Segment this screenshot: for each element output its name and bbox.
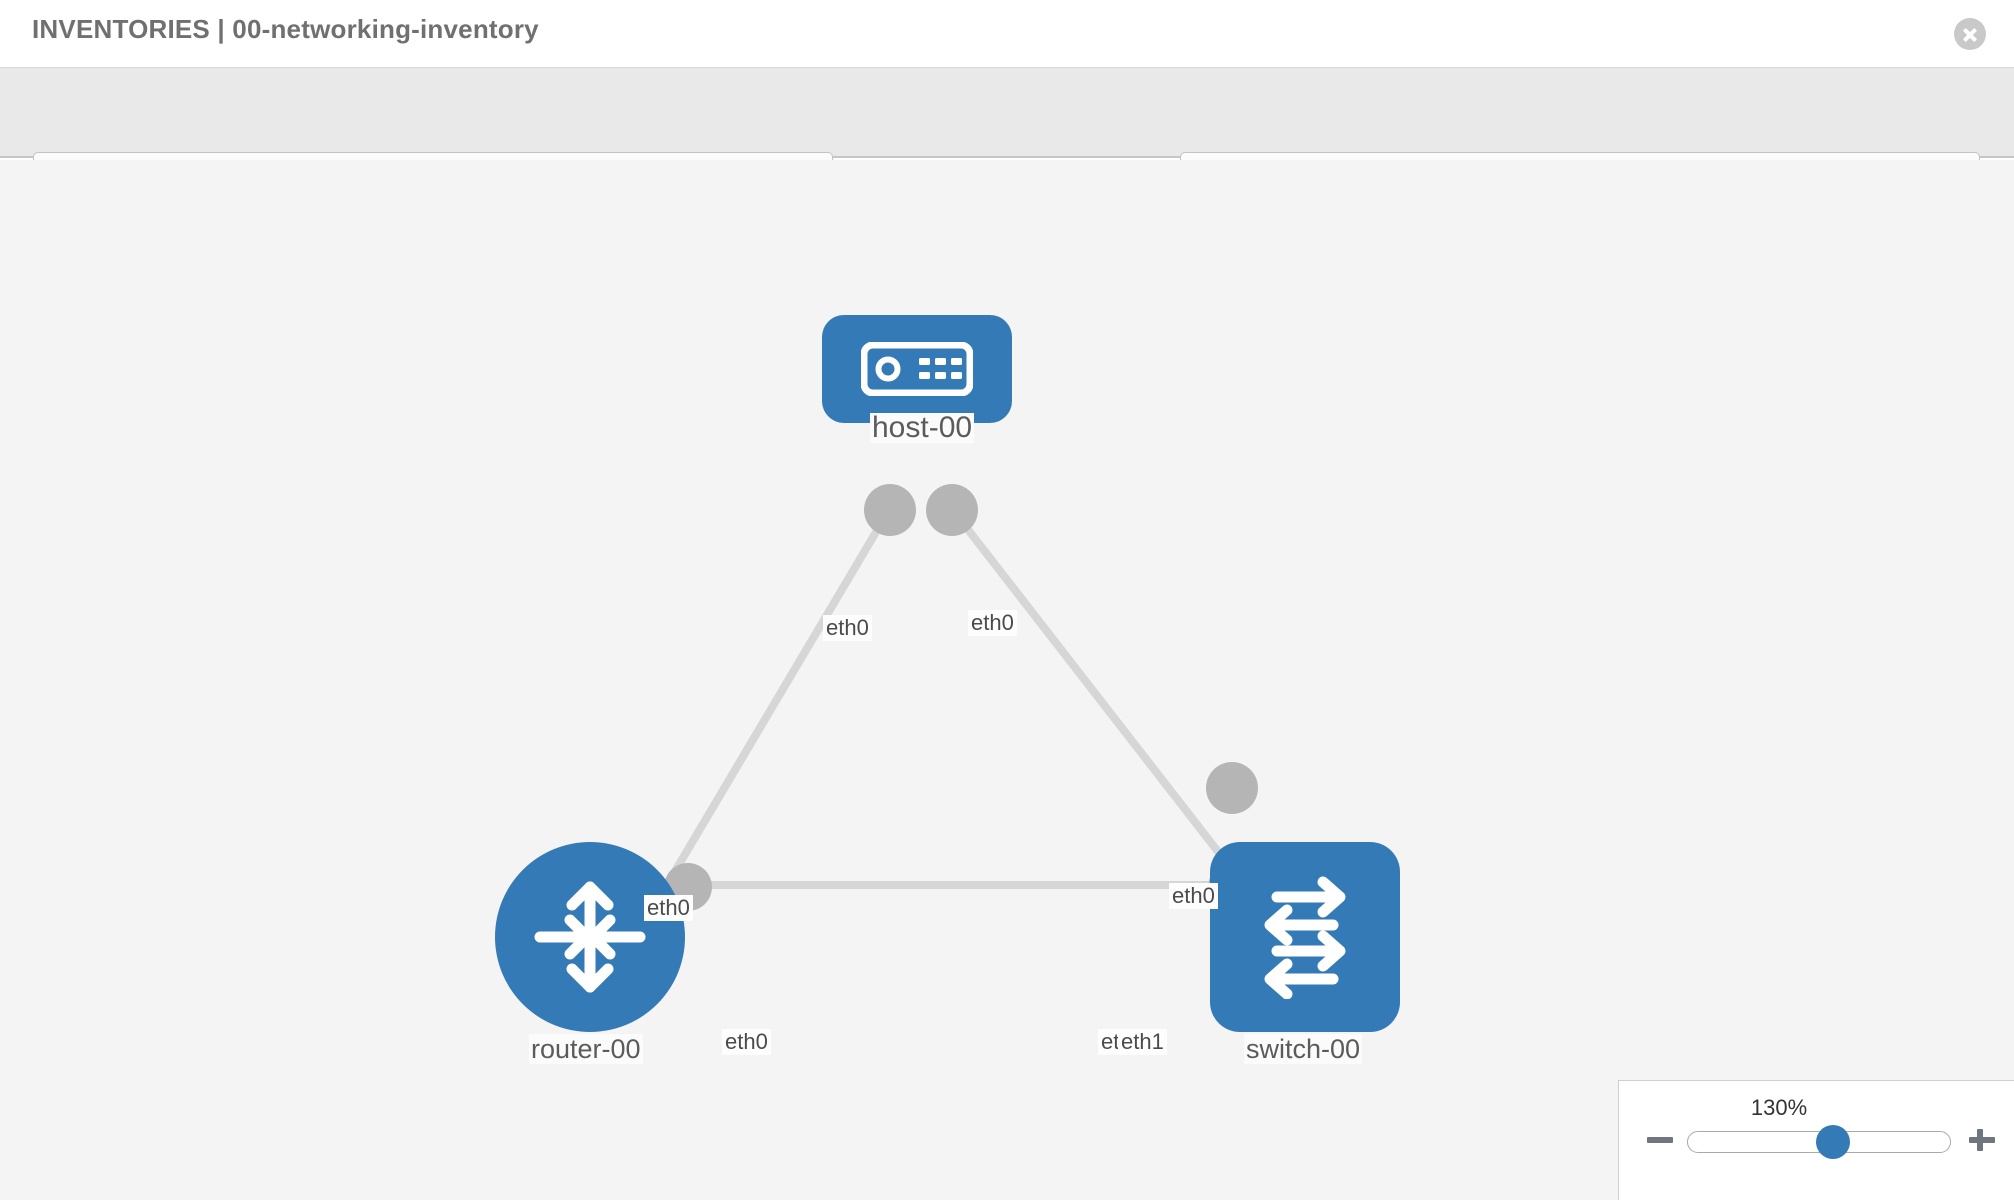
zoom-percent-label: 130% — [1750, 1095, 1808, 1120]
zoom-control: 130% — [1618, 1080, 2014, 1200]
node-router-00-shape[interactable] — [495, 842, 685, 1032]
switch-arrows-icon — [1264, 876, 1346, 999]
toolbar: ACTIONS SEARCH — [0, 68, 2014, 200]
topology-edges — [651, 484, 1258, 911]
connector-nub — [926, 484, 978, 536]
connector-nub — [1206, 762, 1258, 814]
zoom-slider-thumb[interactable] — [1816, 1125, 1850, 1159]
close-icon[interactable] — [1954, 18, 1986, 50]
node-host-00-label: host-00 — [870, 411, 975, 444]
iface-label-router-eth0: eth0 — [722, 1029, 771, 1055]
node-switch-00-label: switch-00 — [1244, 1034, 1363, 1064]
topology-canvas[interactable]: host-00 — [0, 160, 2014, 1200]
link-host-switch — [941, 497, 1244, 883]
title-bar: INVENTORIES | 00-networking-inventory — [0, 0, 2014, 68]
zoom-slider-track[interactable] — [1687, 1125, 1951, 1159]
iface-label-host-left: eth0 — [823, 615, 872, 641]
iface-label-switch-uplink: eth0 — [1169, 883, 1218, 909]
zoom-in-button[interactable] — [1967, 1125, 1997, 1155]
iface-label-router-uplink: eth0 — [644, 895, 693, 921]
page-title: INVENTORIES | 00-networking-inventory — [32, 14, 539, 44]
iface-label-host-right: eth0 — [968, 610, 1017, 636]
node-host-00-shape[interactable] — [822, 315, 1012, 423]
link-router-host — [651, 497, 899, 908]
node-switch-00-shape[interactable] — [1210, 842, 1400, 1032]
iface-label-switch-eth1: eth1 — [1118, 1029, 1167, 1055]
connector-nub — [864, 484, 916, 536]
zoom-out-button[interactable] — [1645, 1125, 1675, 1155]
server-appliance-icon — [861, 342, 973, 396]
node-router-00-label: router-00 — [529, 1034, 643, 1064]
router-arrows-icon — [534, 881, 646, 993]
